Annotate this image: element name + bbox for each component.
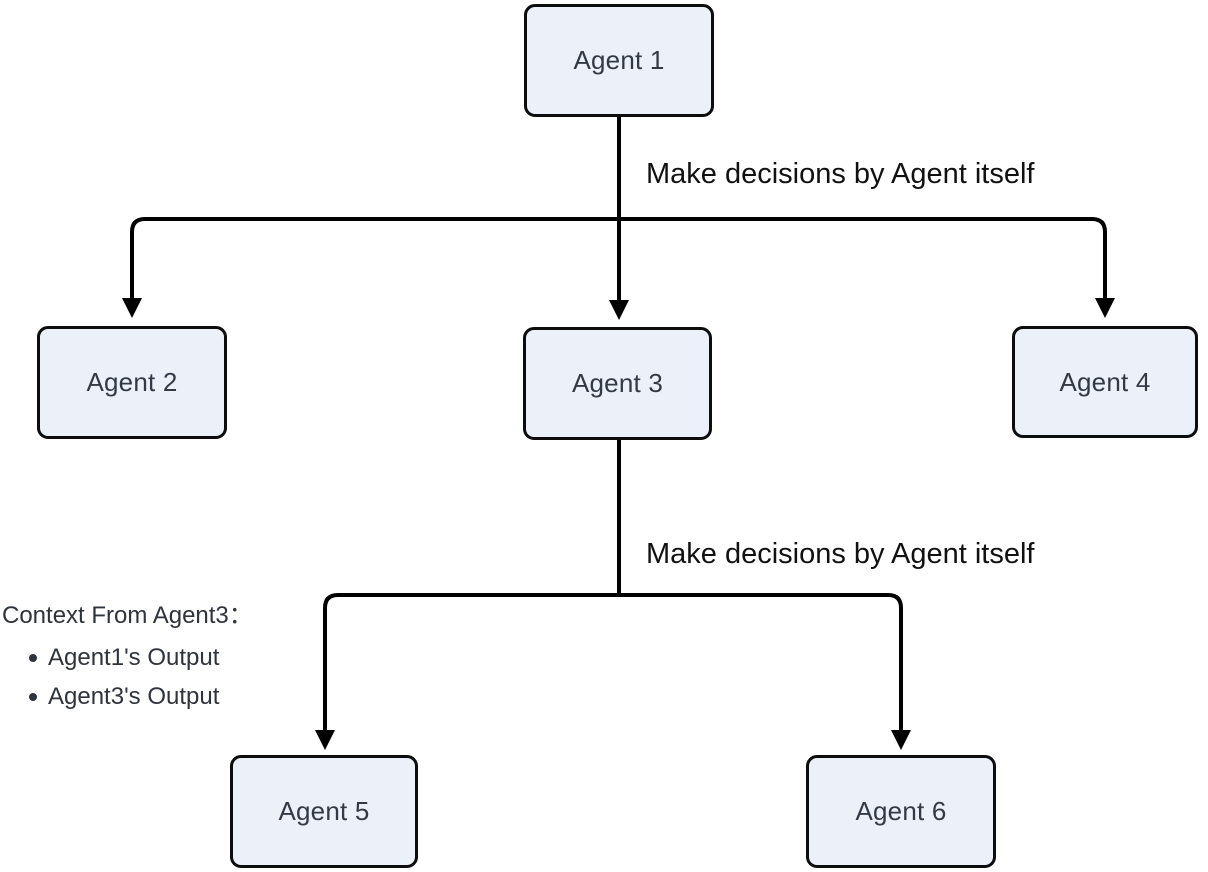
edge-label-top: Make decisions by Agent itself bbox=[646, 158, 1035, 190]
node-agent-2: Agent 2 bbox=[37, 326, 227, 439]
edge-agent3-agent6 bbox=[619, 593, 911, 750]
node-agent-4-label: Agent 4 bbox=[1059, 366, 1151, 397]
edge-agent1-agent2 bbox=[122, 217, 619, 318]
edge-agent1-agent4 bbox=[619, 217, 1115, 318]
node-agent-6: Agent 6 bbox=[806, 755, 996, 868]
context-note-item: Agent1's Output bbox=[2, 638, 253, 677]
context-note-title: Context From Agent3： bbox=[2, 602, 253, 629]
node-agent-5: Agent 5 bbox=[230, 755, 418, 868]
node-agent-1: Agent 1 bbox=[524, 4, 714, 117]
edge-agent3-agent5 bbox=[315, 593, 619, 750]
node-agent-1-label: Agent 1 bbox=[573, 45, 665, 75]
node-agent-3: Agent 3 bbox=[523, 327, 712, 440]
node-agent-3-label: Agent 3 bbox=[571, 368, 664, 398]
node-agent-4: Agent 4 bbox=[1012, 326, 1198, 438]
node-agent-5-label: Agent 5 bbox=[278, 796, 370, 826]
edge-label-bottom: Make decisions by Agent itself bbox=[646, 538, 1035, 570]
node-agent-6-label: Agent 6 bbox=[855, 796, 947, 826]
context-note-item: Agent3's Output bbox=[2, 677, 253, 716]
context-note: Context From Agent3： Agent1's Output Age… bbox=[2, 600, 253, 716]
node-agent-2-label: Agent 2 bbox=[86, 367, 178, 397]
context-note-list: Agent1's Output Agent3's Output bbox=[2, 638, 253, 716]
